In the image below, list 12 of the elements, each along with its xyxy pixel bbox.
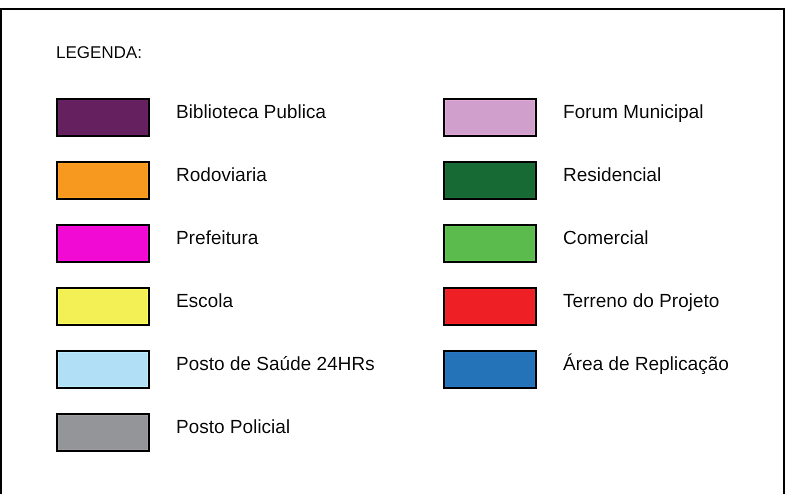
legend-label: Residencial bbox=[563, 164, 662, 188]
legend-label: Posto Policial bbox=[176, 416, 290, 440]
legend-label: Área de Replicação bbox=[563, 352, 729, 378]
legend-label: Terreno do Projeto bbox=[563, 290, 720, 314]
legend-title: LEGENDA: bbox=[56, 42, 142, 64]
legend-label: Escola bbox=[176, 290, 234, 314]
legend-label: Forum Municipal bbox=[563, 101, 704, 126]
legend-label: Comercial bbox=[563, 227, 649, 252]
legend-label: Prefeitura bbox=[176, 227, 258, 252]
legend-label: Rodoviaria bbox=[176, 164, 267, 188]
legend-label: Biblioteca Publica bbox=[176, 101, 326, 126]
legend-label: Posto de Saúde 24HRs bbox=[176, 353, 375, 378]
